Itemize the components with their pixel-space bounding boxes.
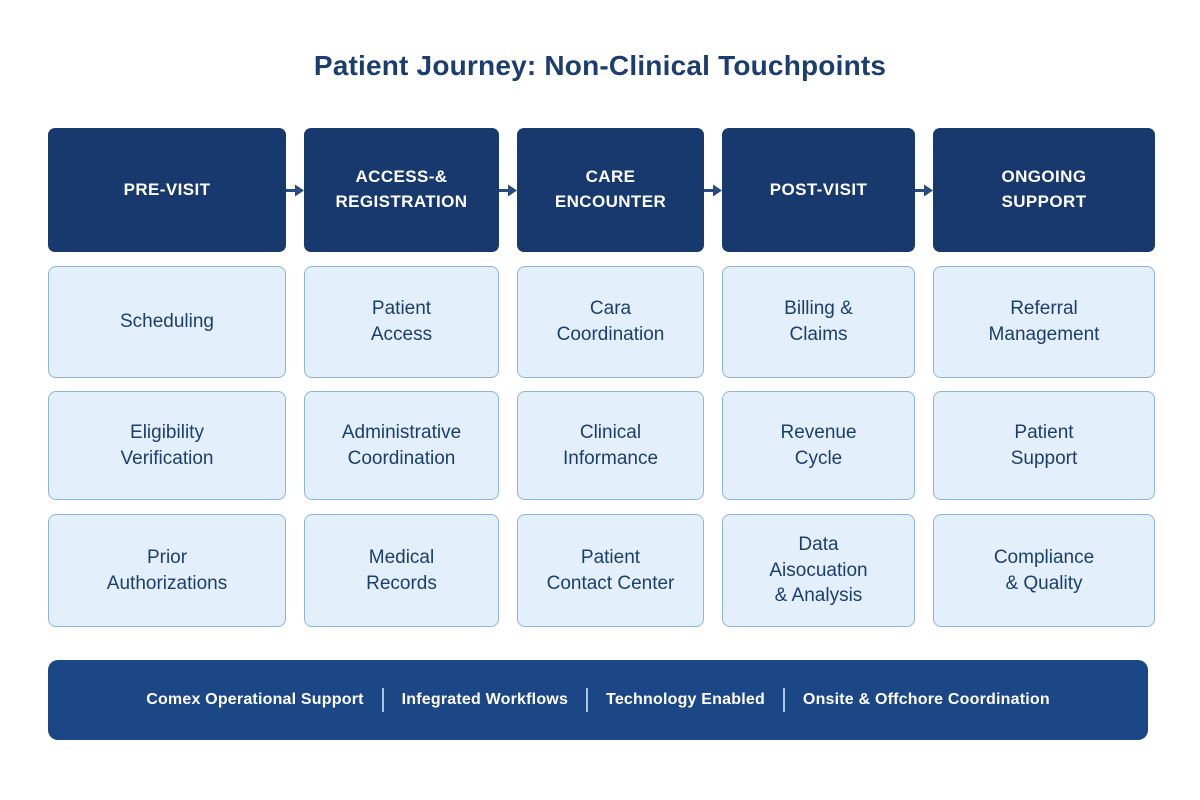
touchpoint-cell: Patient Support: [933, 391, 1155, 500]
stage-header-ongoing-support: ONGOING SUPPORT: [933, 128, 1155, 252]
touchpoint-cell: Revenue Cycle: [722, 391, 915, 500]
touchpoint-cell: Administrative Coordination: [304, 391, 499, 500]
touchpoint-cell: Compliance & Quality: [933, 514, 1155, 627]
touchpoint-cell: Prior Authorizations: [48, 514, 286, 627]
stage-header-care-encounter: CARE ENCOUNTER: [517, 128, 704, 252]
stage-header-post-visit: POST-VISIT: [722, 128, 915, 252]
touchpoint-cell: Scheduling: [48, 266, 286, 378]
flow-arrow-icon: [286, 128, 304, 252]
banner-divider: [782, 688, 785, 712]
touchpoint-cell: Eligibility Verification: [48, 391, 286, 500]
banner-item: Comex Operational Support: [146, 691, 364, 708]
column-pre-visit: PRE-VISIT Scheduling Eligibility Verific…: [48, 128, 286, 627]
column-care-encounter: CARE ENCOUNTER Cara Coordination Clinica…: [517, 128, 704, 627]
touchpoint-cell: Data Aisocuation & Analysis: [722, 514, 915, 627]
touchpoint-cell: Referral Management: [933, 266, 1155, 378]
touchpoint-cell: Medical Records: [304, 514, 499, 627]
support-banner: Comex Operational Support Infegrated Wor…: [48, 660, 1148, 740]
touchpoint-cell: Billing & Claims: [722, 266, 915, 378]
banner-item: Technology Enabled: [606, 691, 765, 708]
touchpoint-cell: Patient Access: [304, 266, 499, 378]
banner-item: Onsite & Offchore Coordination: [802, 691, 1050, 708]
touchpoint-cell: Cara Coordination: [517, 266, 704, 378]
page-title: Patient Journey: Non-Clinical Touchpoint…: [313, 50, 887, 81]
flow-arrow-icon: [915, 128, 933, 252]
stage-header-pre-visit: PRE-VISIT: [48, 128, 286, 252]
column-ongoing-support: ONGOING SUPPORT Referral Management Pati…: [933, 128, 1155, 627]
touchpoint-cell: Patient Contact Center: [517, 514, 704, 627]
banner-item: Infegrated Workflows: [401, 691, 569, 708]
banner-divider: [381, 688, 384, 712]
column-post-visit: POST-VISIT Billing & Claims Revenue Cycl…: [722, 128, 915, 627]
flow-arrow-icon: [499, 128, 517, 252]
touchpoint-cell: Clinical Informance: [517, 391, 704, 500]
column-access-registration: ACCESS-& REGISTRATION Patient Access Adm…: [304, 128, 499, 627]
journey-board: PRE-VISIT Scheduling Eligibility Verific…: [48, 128, 1155, 627]
flow-arrow-icon: [704, 128, 722, 252]
stage-header-access-registration: ACCESS-& REGISTRATION: [304, 128, 499, 252]
banner-divider: [586, 688, 589, 712]
